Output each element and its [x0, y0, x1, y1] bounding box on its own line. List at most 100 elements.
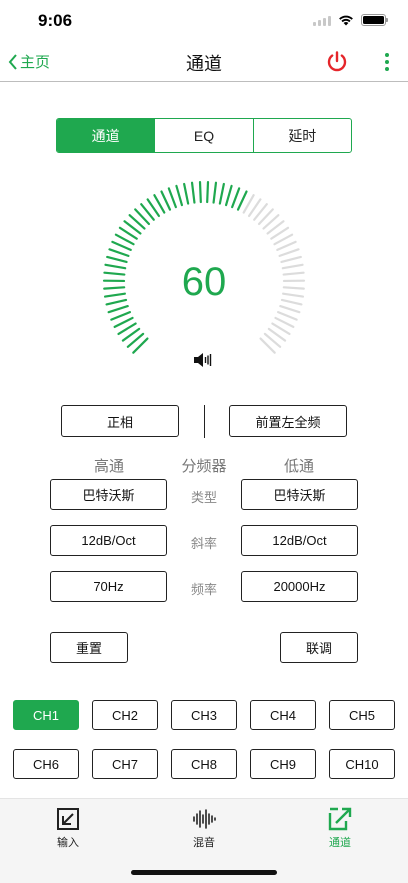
lowpass-slope-select[interactable]: 12dB/Oct [241, 525, 358, 556]
tab-bar: 输入 混音 通道 [0, 798, 408, 883]
slope-label: 斜率 [190, 536, 217, 551]
dial-tick [267, 327, 287, 342]
front-left-full-button[interactable]: 前置左全频 [229, 405, 347, 437]
dial-tick [276, 240, 297, 252]
back-label: 主页 [20, 54, 51, 71]
dial-tick [111, 240, 132, 252]
dial-tick [140, 203, 155, 221]
type-label: 类型 [190, 490, 217, 505]
dial-tick [132, 337, 149, 354]
segment-control: 通道 EQ 延时 [56, 118, 352, 153]
tabbar-item-channel[interactable]: 通道 [305, 807, 375, 850]
dial-tick [279, 305, 301, 314]
dial-tick [278, 248, 300, 257]
dial-tick [126, 332, 145, 348]
channel-button-ch9[interactable]: CH9 [250, 749, 316, 779]
dial-tick [224, 184, 233, 207]
dial-tick [103, 292, 126, 298]
dial-tick [198, 180, 202, 204]
dial-tick [103, 286, 126, 290]
cellular-signal-icon [313, 15, 331, 26]
dial-tick [282, 286, 305, 290]
dial-tick [273, 233, 294, 246]
dial-tick [121, 327, 141, 342]
volume-dial[interactable] [96, 176, 312, 376]
channel-button-ch4[interactable]: CH4 [250, 700, 316, 730]
highpass-slope-select[interactable]: 12dB/Oct [50, 525, 167, 556]
channel-button-ch6[interactable]: CH6 [13, 749, 79, 779]
dial-tick [108, 248, 130, 257]
highpass-header: 高通 [93, 458, 124, 475]
channel-button-ch3[interactable]: CH3 [171, 700, 237, 730]
dial-tick [280, 298, 303, 306]
dial-tick [271, 322, 291, 336]
channel-button-ch5[interactable]: CH5 [329, 700, 395, 730]
reset-button[interactable]: 重置 [50, 632, 128, 663]
link-button[interactable]: 联调 [280, 632, 358, 663]
dial-tick [270, 226, 290, 240]
lowpass-frequency-field[interactable]: 20000Hz [241, 571, 358, 602]
dial-tick [242, 194, 255, 214]
dial-tick [183, 182, 190, 205]
status-time: 9:06 [38, 11, 73, 30]
lowpass-header: 低通 [283, 458, 314, 475]
tab-channel[interactable]: 通道 [57, 119, 156, 152]
dial-tick [134, 208, 151, 226]
dial-tick [281, 263, 304, 270]
tabbar-item-mix[interactable]: 混音 [169, 807, 239, 850]
dial-tick [274, 316, 295, 329]
dial-tick [117, 322, 137, 336]
highpass-frequency-field[interactable]: 70Hz [50, 571, 167, 602]
dial-tick [128, 214, 146, 230]
tabbar-label-mix: 混音 [193, 837, 215, 849]
dial-tick [114, 233, 135, 246]
crossover-title: 分频器 [181, 458, 227, 475]
channel-button-ch8[interactable]: CH8 [171, 749, 237, 779]
wifi-icon [339, 15, 353, 26]
dial-tick [107, 305, 129, 314]
tabbar-item-input[interactable]: 输入 [33, 807, 103, 850]
tab-delay[interactable]: 延时 [288, 127, 317, 144]
back-button[interactable]: 主页 [8, 51, 50, 72]
arrow-down-left-icon [57, 808, 79, 830]
more-vertical-icon[interactable] [384, 52, 390, 72]
home-indicator [131, 870, 277, 875]
tabbar-label-input: 输入 [57, 837, 79, 849]
highpass-type-select[interactable]: 巴特沃斯 [50, 479, 167, 510]
dial-tick [153, 194, 166, 214]
frequency-label: 频率 [190, 582, 217, 597]
dial-tick [106, 255, 128, 264]
volume-value: 60 [181, 260, 227, 304]
dial-tick [123, 220, 142, 235]
dial-tick [253, 203, 268, 221]
power-icon[interactable] [325, 50, 349, 74]
nav-bar: 主页 通道 [0, 44, 408, 82]
arrow-up-right-icon [328, 807, 352, 831]
speaker-icon [194, 353, 212, 367]
waveform-icon [193, 809, 216, 829]
channel-button-ch7[interactable]: CH7 [92, 749, 158, 779]
channel-button-ch10[interactable]: CH10 [329, 749, 395, 779]
channel-button-ch2[interactable]: CH2 [92, 700, 158, 730]
divider [204, 405, 205, 438]
dial-tick [104, 263, 127, 270]
dial-tick [103, 271, 126, 276]
status-bar: 9:06 [0, 0, 408, 44]
dial-tick [277, 311, 298, 321]
dial-tick [236, 190, 248, 211]
dial-tick [266, 220, 285, 235]
dial-tick [175, 184, 184, 207]
dial-tick [113, 316, 134, 329]
dial-tick [110, 311, 131, 321]
dial-tick [118, 226, 138, 240]
dial-tick [257, 208, 274, 226]
channel-button-ch1[interactable]: CH1 [13, 700, 79, 730]
phase-button[interactable]: 正相 [61, 405, 179, 437]
dial-tick [160, 190, 172, 211]
lowpass-type-select[interactable]: 巴特沃斯 [241, 479, 358, 510]
dial-tick [282, 292, 305, 298]
tab-eq[interactable]: EQ [155, 119, 254, 152]
chevron-left-icon [8, 53, 17, 70]
tabbar-label-channel: 通道 [329, 837, 351, 849]
status-icons [313, 14, 388, 26]
